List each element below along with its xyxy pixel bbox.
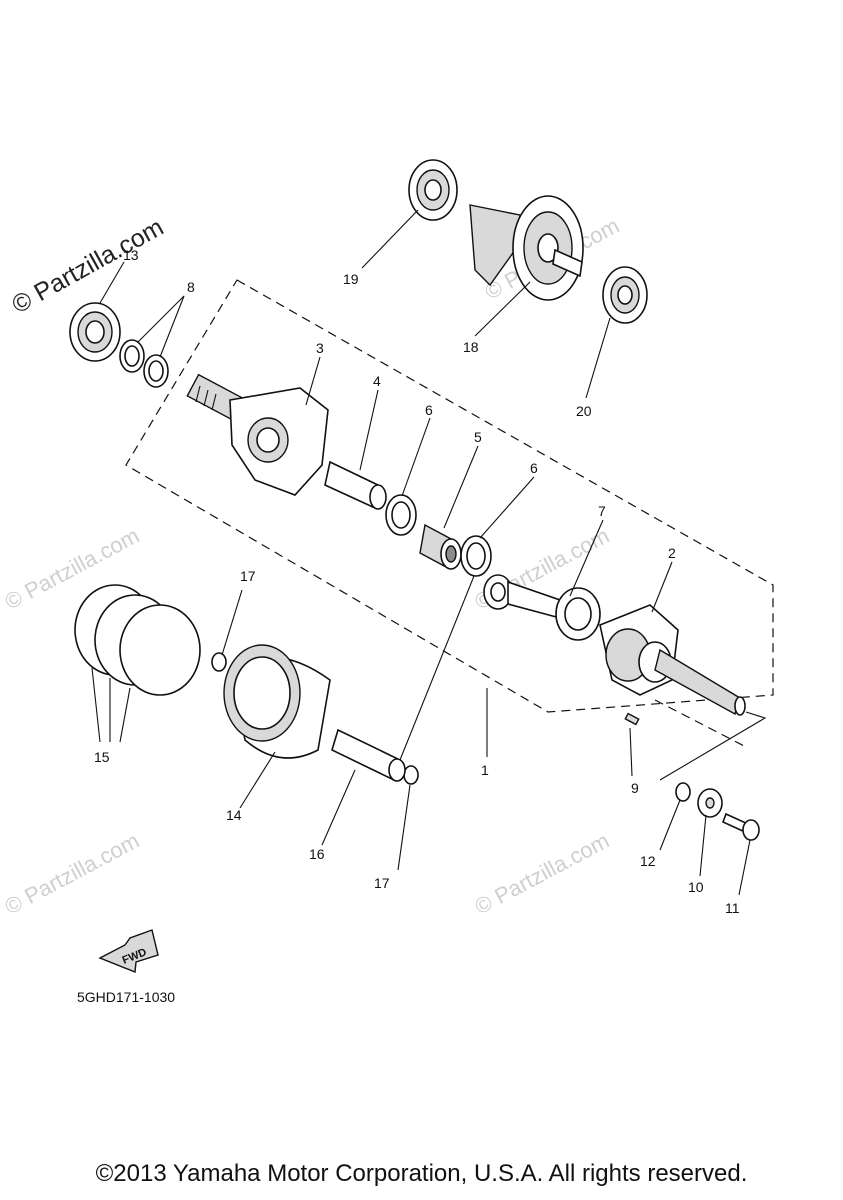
part-12-o-ring[interactable] (675, 782, 691, 802)
callout-4: 4 (373, 373, 381, 389)
part-6-washer-b[interactable] (460, 535, 492, 577)
copyright-notice: ©2013 Yamaha Motor Corporation, U.S.A. A… (95, 1160, 748, 1187)
leader-lines (91, 209, 751, 896)
part-10-washer[interactable] (697, 788, 723, 818)
part-11-bolt[interactable] (721, 812, 760, 841)
callout-17b: 17 (374, 875, 390, 891)
part-15-piston-rings[interactable] (74, 584, 201, 696)
part-7-connecting-rod[interactable] (483, 574, 601, 641)
part-14-piston[interactable] (223, 644, 331, 759)
part-13-bearing[interactable] (69, 302, 121, 362)
part-8-shims[interactable] (119, 339, 169, 388)
callout-16: 16 (309, 846, 325, 862)
callout-group: 13 8 3 4 6 5 6 7 2 1 9 12 10 11 19 18 20… (94, 247, 740, 916)
callout-3: 3 (316, 340, 324, 356)
assembly-boundary-tail (654, 699, 749, 749)
part-17-circlip-a[interactable] (211, 652, 227, 672)
part-17-circlip-b[interactable] (403, 765, 419, 785)
part-9-key[interactable] (624, 712, 640, 726)
callout-15: 15 (94, 749, 110, 765)
part-19-bearing[interactable] (408, 159, 458, 221)
shaft-connector-line (659, 711, 767, 781)
part-5-needle-bearing[interactable] (419, 523, 462, 570)
callout-10: 10 (688, 879, 704, 895)
part-16-piston-pin[interactable] (331, 728, 406, 782)
callout-6a: 6 (425, 402, 433, 418)
watermark-text: © Partzilla.com (1, 828, 144, 920)
callout-5: 5 (474, 429, 482, 445)
callout-7: 7 (598, 503, 606, 519)
callout-13: 13 (123, 247, 139, 263)
part-4-crank-pin[interactable] (324, 460, 387, 510)
callout-6b: 6 (530, 460, 538, 476)
part-3-crank-half[interactable] (186, 373, 329, 496)
callout-20: 20 (576, 403, 592, 419)
drawing-code: 5GHD171-1030 (77, 989, 176, 1005)
callout-8: 8 (187, 279, 195, 295)
callout-11: 11 (725, 900, 740, 916)
fwd-arrow-icon: FWD (98, 929, 159, 973)
callout-18: 18 (463, 339, 479, 355)
callout-17a: 17 (240, 568, 256, 584)
part-20-bearing[interactable] (602, 266, 648, 324)
callout-14: 14 (226, 807, 242, 823)
watermark-text: © Partzilla.com (471, 828, 614, 920)
callout-9: 9 (631, 780, 639, 796)
assembly-boundary (125, 279, 774, 713)
callout-19: 19 (343, 271, 359, 287)
callout-1: 1 (481, 762, 489, 778)
callout-12: 12 (640, 853, 656, 869)
callout-2: 2 (668, 545, 676, 561)
part-6-washer-a[interactable] (385, 494, 417, 536)
part-18-balancer-shaft[interactable] (469, 195, 584, 301)
part-2-crank-half[interactable] (599, 604, 746, 716)
